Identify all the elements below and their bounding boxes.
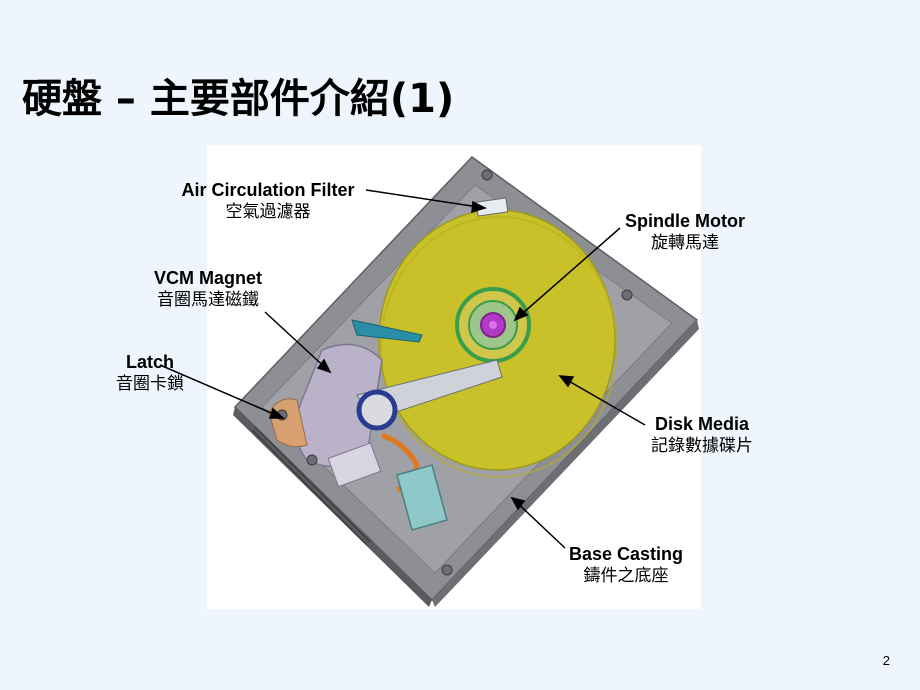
connector-pins	[251, 426, 371, 546]
page-number: 2	[882, 653, 890, 668]
slide-title: 硬盤 – 主要部件介紹(1)	[22, 76, 455, 122]
leader-spindle	[514, 227, 621, 321]
hard-drive-drawing	[233, 156, 699, 607]
callout-spindle-motor: Spindle Motor 旋轉馬達	[612, 210, 758, 254]
base-casting-side-right	[432, 320, 699, 607]
callout-spindle-motor-zh: 旋轉馬達	[651, 233, 719, 253]
hard-drive-illustration	[207, 145, 701, 609]
leader-disk-media	[559, 375, 646, 426]
actuator-pivot	[356, 389, 398, 431]
screws	[276, 169, 633, 576]
vcm-block	[327, 442, 382, 488]
callout-latch-zh: 音圈卡鎖	[116, 374, 184, 394]
callout-latch: Latch 音圈卡鎖	[105, 351, 195, 395]
callout-latch-en: Latch	[125, 352, 174, 372]
callout-spindle-motor-en: Spindle Motor	[625, 211, 745, 231]
leader-air-filter	[365, 189, 486, 209]
callout-air-filter-en: Air Circulation Filter	[181, 180, 355, 200]
spindle-core	[489, 321, 497, 329]
callout-vcm-magnet-en: VCM Magnet	[154, 268, 262, 288]
base-casting-side	[233, 407, 432, 607]
callout-disk-media: Disk Media 記錄數據碟片	[640, 413, 764, 457]
disk-platter-edge	[380, 216, 618, 478]
callout-base-casting: Base Casting 鑄件之底座	[556, 543, 696, 587]
connector-bracket	[396, 464, 448, 531]
callout-disk-media-en: Disk Media	[654, 414, 750, 434]
callout-vcm-magnet: VCM Magnet 音圈馬達磁鐵	[143, 267, 273, 311]
leader-vcm	[264, 311, 331, 373]
callout-disk-media-zh: 記錄數據碟片	[651, 436, 753, 456]
callout-base-casting-zh: 鑄件之底座	[583, 566, 669, 586]
callout-air-filter: Air Circulation Filter 空氣過濾器	[165, 179, 371, 223]
teal-latch-arm	[351, 319, 423, 343]
callout-air-filter-zh: 空氣過濾器	[225, 202, 311, 222]
callout-vcm-magnet-zh: 音圈馬達磁鐵	[157, 290, 259, 310]
leader-latch	[159, 364, 284, 419]
callout-base-casting-en: Base Casting	[568, 544, 684, 564]
